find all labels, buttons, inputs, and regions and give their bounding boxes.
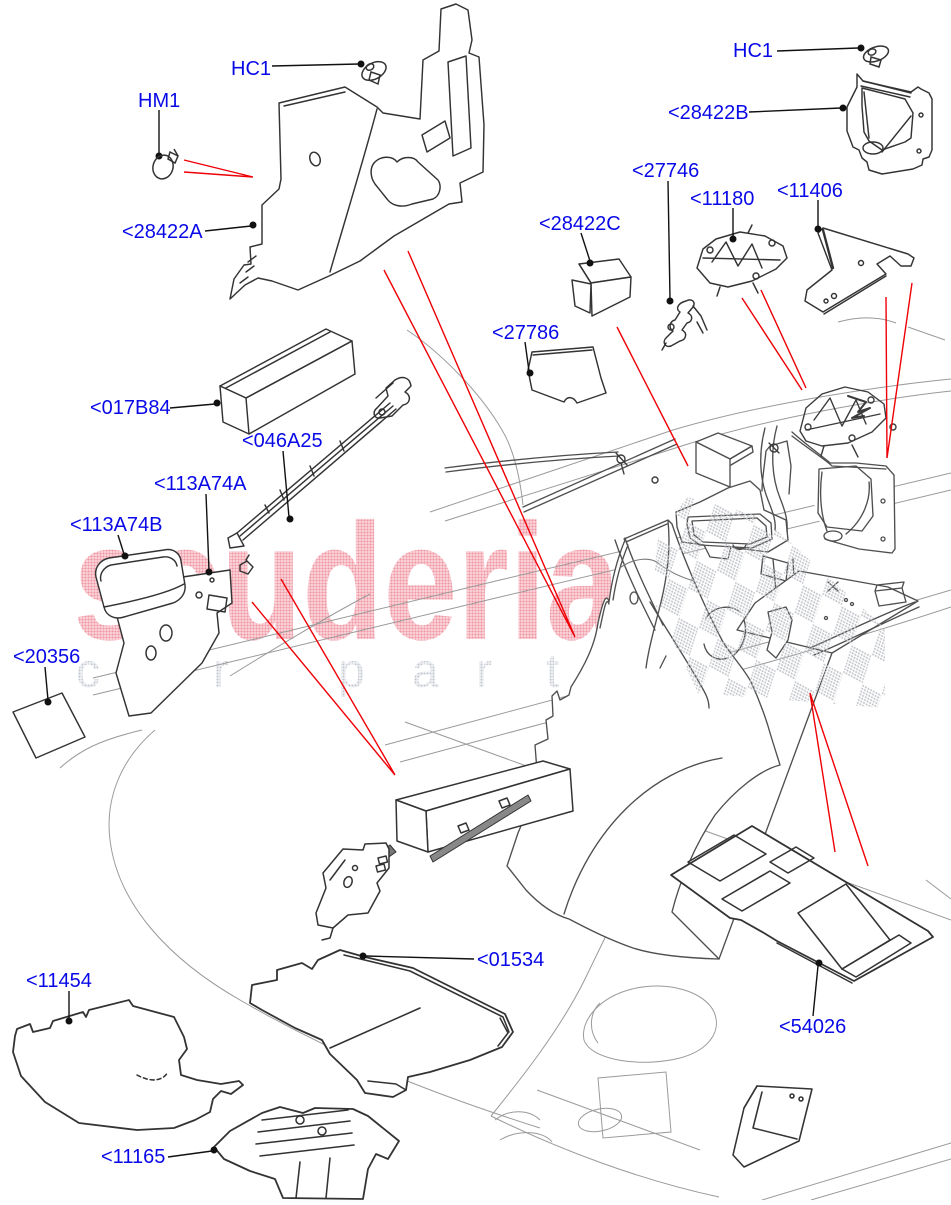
svg-text:<11165: <11165: [101, 1146, 165, 1168]
svg-text:HC1: HC1: [733, 40, 773, 62]
svg-text:<28422A: <28422A: [122, 221, 203, 243]
svg-text:HM1: HM1: [138, 90, 180, 112]
svg-text:<28422B: <28422B: [668, 102, 749, 124]
svg-text:r: r: [213, 645, 229, 698]
svg-text:<27786: <27786: [492, 322, 559, 344]
svg-text:<046A25: <046A25: [242, 430, 323, 452]
svg-text:<01534: <01534: [477, 949, 544, 971]
svg-text:p: p: [338, 645, 365, 698]
svg-text:t: t: [546, 645, 559, 698]
svg-text:<20356: <20356: [13, 646, 80, 668]
svg-text:<11406: <11406: [777, 180, 843, 202]
svg-text:<11180: <11180: [690, 188, 754, 210]
svg-text:<017B84: <017B84: [90, 397, 171, 419]
svg-text:<113A74A: <113A74A: [154, 473, 247, 495]
svg-text:<113A74B: <113A74B: [70, 514, 163, 536]
svg-text:c: c: [76, 645, 100, 698]
svg-text:<27746: <27746: [632, 160, 699, 182]
svg-text:<11454: <11454: [26, 970, 92, 992]
svg-text:r: r: [476, 645, 492, 698]
svg-text:<28422C: <28422C: [539, 213, 621, 235]
svg-text:HC1: HC1: [231, 58, 271, 80]
svg-text:a: a: [412, 645, 439, 698]
svg-text:<54026: <54026: [779, 1016, 846, 1038]
